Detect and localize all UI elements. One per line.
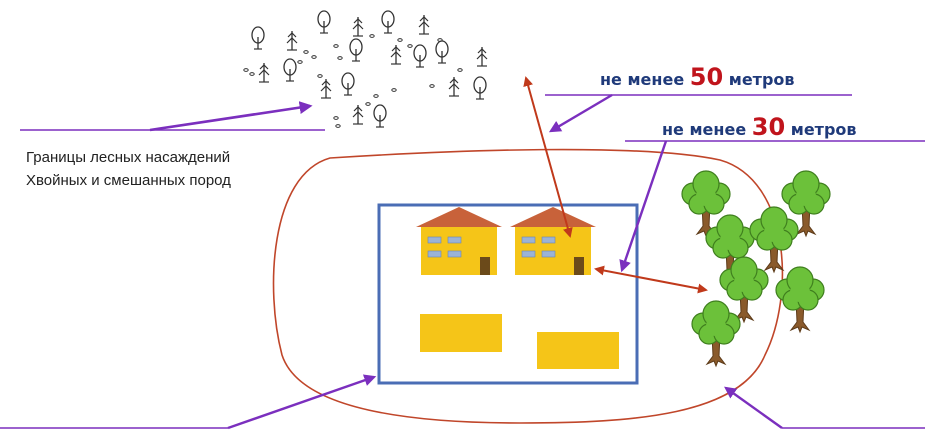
deciduous-tree-outline-icon [435, 40, 449, 64]
deciduous-tree-outline-icon [251, 26, 265, 50]
coniferous-tree-outline-icon [390, 44, 402, 65]
deciduous-tree-outline-icon [413, 44, 427, 68]
outbuilding-rect [420, 314, 502, 352]
coniferous-tree-outline-icon [352, 16, 364, 37]
site-boundary-frame [377, 203, 639, 385]
label-50-suffix: метров [728, 70, 795, 89]
deciduous-tree-outline-icon [373, 104, 387, 128]
coniferous-tree-outline-icon [320, 78, 332, 99]
deciduous-tree-outline-icon [283, 58, 297, 82]
label-50-prefix: не менее [600, 70, 685, 89]
distance-label-50m: не менее 50 метров [600, 63, 795, 91]
deciduous-tree-outline-icon [341, 72, 355, 96]
deciduous-tree-icon [749, 206, 799, 273]
coniferous-tree-outline-icon [448, 76, 460, 97]
deciduous-tree-outline-icon [381, 10, 395, 34]
distance-arrow-50m [523, 76, 573, 238]
forest-caption-line2: Хвойных и смешанных пород [26, 172, 231, 189]
coniferous-tree-outline-icon [258, 62, 270, 83]
zone-boundary-pointer-arrow [724, 386, 783, 429]
forest-boundary-caption: Границы лесных насаждений Хвойных и смеш… [26, 146, 231, 192]
coniferous-tree-outline-icon [286, 30, 298, 51]
label-30-suffix: метров [790, 120, 857, 139]
forest-caption-line1: Границы лесных насаждений [26, 149, 231, 166]
label-50-pointer-arrow [548, 93, 613, 133]
label-30-number: 30 [751, 113, 786, 141]
outbuilding-rect [537, 332, 619, 369]
coniferous-tree-outline-icon [352, 104, 364, 125]
label-50-number: 50 [689, 63, 724, 91]
coniferous-tree-outline-icon [418, 14, 430, 35]
site-frame-pointer-arrow [227, 374, 377, 430]
house-icon [509, 206, 597, 276]
coniferous-tree-outline-icon [476, 46, 488, 67]
label-30-pointer-arrow [619, 140, 668, 273]
label-30-prefix: не менее [662, 120, 747, 139]
deciduous-tree-outline-icon [473, 76, 487, 100]
forest-boundary-pointer-arrow [149, 101, 313, 132]
house-icon [415, 206, 503, 276]
deciduous-tree-outline-icon [349, 38, 363, 62]
distance-label-30m: не менее 30 метров [662, 113, 857, 141]
protection-zone-boundary [272, 148, 784, 424]
deciduous-tree-icon [691, 300, 741, 367]
deciduous-tree-group [681, 170, 831, 367]
distance-arrow-30m [594, 265, 708, 294]
deciduous-tree-outline-icon [317, 10, 331, 34]
